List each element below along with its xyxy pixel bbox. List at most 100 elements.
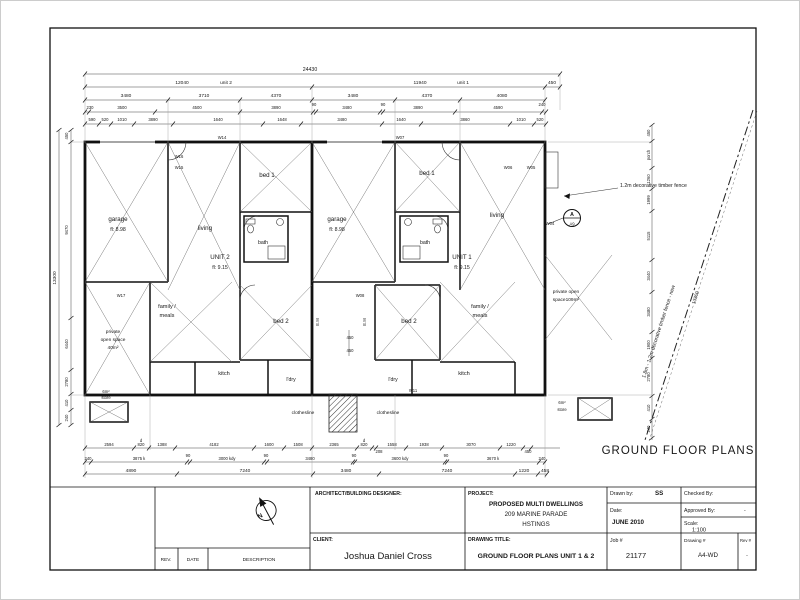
date-value: JUNE 2010	[612, 519, 645, 526]
door-swing-arcs	[167, 141, 461, 301]
drawing-title: GROUND FLOOR PLANS UNIT 1 & 2	[478, 553, 595, 560]
dim-top4-9: 240	[539, 102, 547, 107]
dim-left-overall: 13300	[52, 271, 58, 285]
dim-bottomB-8: 90	[444, 453, 449, 458]
checked-by-label: Checked By:	[684, 491, 713, 497]
room-family-unit2-2: meals	[160, 313, 175, 319]
room-bed2-unit1: bed 2	[401, 318, 417, 325]
dim-top4-6: 90	[381, 102, 386, 107]
door-mark-2: d	[363, 438, 366, 443]
dim-top5-5: 1648	[277, 117, 287, 122]
porch-outline	[544, 151, 559, 189]
dim-top5-7: 1640	[396, 117, 406, 122]
dim-top5-10: 520	[537, 117, 545, 122]
drawn-by-label: Drawn by:	[610, 491, 633, 497]
window-w06: W06	[504, 165, 513, 170]
dim-top4-5: 3480	[342, 105, 352, 110]
room-bed1-unit2: bed 1	[259, 172, 275, 179]
window-w08: W08	[356, 293, 365, 298]
room-garage-unit2: garage	[108, 216, 128, 223]
dim-top3-1: 3710	[199, 93, 210, 99]
dim-right-1: porch	[646, 149, 651, 160]
sheet-border	[49, 27, 757, 571]
store-unit1-label-2: store	[557, 407, 567, 412]
dim-left-5: 240	[64, 414, 69, 422]
dim-bottomB-5: 3480	[305, 456, 315, 461]
shower-unit1	[402, 245, 421, 260]
dim-left-2: 6440	[64, 339, 69, 349]
building-outline	[83, 140, 547, 397]
dim-bottomA-2: 1388	[157, 442, 167, 447]
drawn-by-value: SS	[655, 490, 663, 497]
dim-ticks	[56, 71, 655, 477]
scale-value: 1:100	[692, 528, 706, 534]
drawing-no-value: A4-WD	[698, 552, 718, 559]
store-unit2-label-2: store	[101, 395, 111, 400]
dim-top4-2: 4500	[192, 105, 202, 110]
wc-unit2	[245, 218, 256, 225]
dim-bottomB-9: 3670 k	[487, 456, 500, 461]
room-garage-fl-unit1: fl: 8.98	[329, 227, 345, 233]
wc-unit1	[432, 218, 443, 225]
store-unit2-box	[89, 401, 129, 423]
section-marker	[547, 209, 581, 227]
dim-top4-1: 3500	[117, 105, 127, 110]
dim-top5-8: 3860	[460, 117, 470, 122]
room-bath-unit1: bath	[420, 240, 430, 246]
toilet-unit1	[434, 224, 441, 234]
dim-bottomC-2: 3480	[341, 468, 352, 474]
dim-top2-2: 11940	[414, 80, 427, 86]
store-unit1-box	[577, 397, 613, 421]
dim-bottomC-1: 7240	[240, 468, 251, 474]
dim-bottomB-4: 90	[264, 453, 269, 458]
dim-top2-0: 12040	[175, 80, 189, 86]
open-space-unit1-2: space109m²	[553, 297, 580, 303]
plan-title: GROUND FLOOR PLANS	[602, 445, 755, 457]
dim-top5-4: 1640	[213, 117, 223, 122]
dim-top3-2: 4370	[271, 93, 282, 99]
dim-right-5: 3440	[646, 271, 651, 281]
em-mark-1: E.M	[315, 318, 320, 326]
dim-bottomB-6: 90	[352, 453, 357, 458]
dim-right-6: 3480	[646, 307, 651, 317]
room-living-unit2: living	[198, 225, 213, 232]
project-label: PROJECT:	[468, 491, 494, 497]
dim-top4-8: 4590	[493, 105, 503, 110]
dimension-text-bottom: 2594 820 1388 4182 1600 1508 2365 820 20…	[85, 442, 550, 474]
dim-right-3: 1999	[646, 195, 651, 205]
dim-top3-5: 4080	[497, 93, 508, 99]
extension-lines	[71, 74, 652, 478]
unit2-fl: fl: 9.15	[212, 265, 228, 271]
dim-top3-3: 3480	[348, 93, 359, 99]
room-family-unit2-1: family /	[158, 304, 176, 310]
dim-right-2: 1260	[646, 174, 651, 184]
basin-unit2	[276, 218, 284, 226]
clothesline-unit1: clothesline	[377, 410, 400, 416]
em-mark-2: E.M	[362, 318, 367, 326]
dimension-text-top: 24430 12040 unit 2 11940 unit 1 450 3480…	[87, 67, 557, 122]
section-marker-leader	[547, 217, 564, 225]
dim-top5-3: 3890	[148, 117, 158, 122]
room-labels: garage fl: 8.98 living bed 1 bath UNIT 2…	[101, 170, 580, 416]
dimension-lines	[56, 71, 655, 478]
scale-label: Scale:	[684, 521, 698, 527]
room-ldry-unit1: l'dry	[388, 377, 398, 383]
room-bath-unit2: bath	[258, 240, 268, 246]
dim-bottomA-8: 208	[376, 449, 384, 454]
dim-top5-9: 1010	[516, 117, 526, 122]
fence-note-arrowhead	[564, 193, 570, 199]
dim-bottomB-10: 240	[539, 456, 547, 461]
plan-room-diagonals	[84, 141, 613, 423]
room-bed1-unit1: bed 1	[419, 170, 435, 177]
drawing-no-label: Drawing #	[684, 538, 706, 544]
dim-bottomA-11: 3070	[466, 442, 476, 447]
open-space-unit2-2: open space	[101, 338, 126, 343]
north-arrow: N	[255, 497, 277, 525]
job-label: Job #	[610, 538, 623, 544]
dim-bottomA-1: 820	[138, 442, 146, 447]
dim-top4-7: 3890	[413, 105, 423, 110]
north-letter: N	[257, 512, 265, 521]
plan-walls	[83, 140, 613, 433]
dim-right-10: 240	[646, 425, 651, 433]
